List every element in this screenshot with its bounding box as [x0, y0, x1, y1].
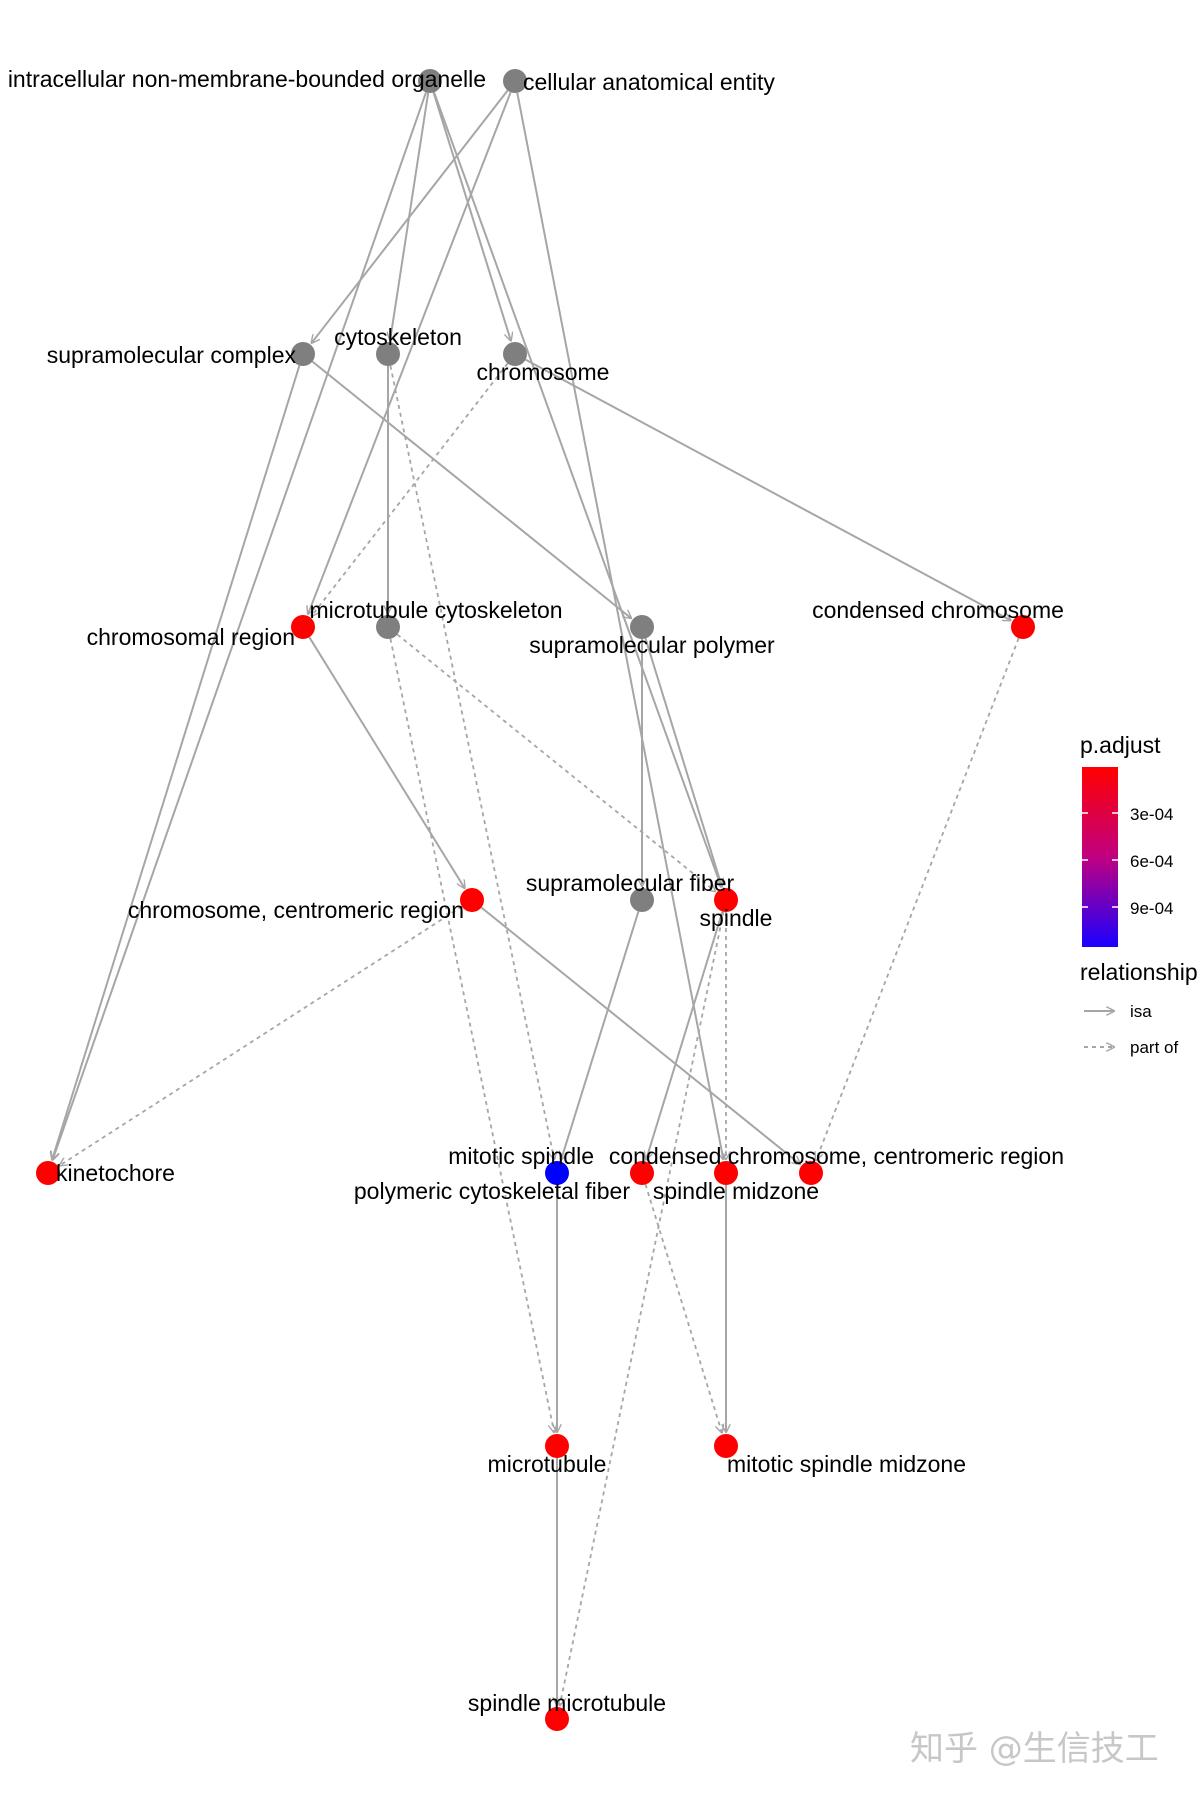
go-term-node: [630, 888, 654, 912]
go-term-label: polymeric cytoskeletal fiber: [354, 1178, 630, 1204]
go-term-label: supramolecular complex: [47, 342, 297, 368]
go-term-label: cellular anatomical entity: [523, 69, 775, 95]
edge-isa: [561, 911, 640, 1159]
go-term-label: microtubule: [488, 1451, 607, 1477]
go-term-label: kinetochore: [56, 1160, 175, 1186]
go-term-label: cytoskeleton: [334, 324, 462, 350]
go-term-node: [714, 1161, 738, 1185]
go-term-node: [545, 1161, 569, 1185]
go-term-node: [799, 1161, 823, 1185]
legend: p.adjust 3e-04 6e-04 9e-04 relationship …: [1080, 732, 1198, 1057]
legend-tick-label: 9e-04: [1130, 899, 1173, 918]
go-term-node: [36, 1161, 60, 1185]
node-layer: [36, 69, 1035, 1731]
go-term-node: [503, 342, 527, 366]
legend-color-bar: [1082, 767, 1118, 947]
go-term-label: microtubule cytoskeleton: [309, 597, 562, 623]
legend-color-title: p.adjust: [1080, 732, 1161, 758]
legend-color-ticks: [1082, 812, 1118, 908]
go-term-node: [503, 69, 527, 93]
go-term-node: [630, 1161, 654, 1185]
legend-relationship-title: relationship: [1080, 959, 1198, 985]
go-term-label: spindle microtubule: [468, 1690, 666, 1716]
go-term-label: supramolecular polymer: [529, 632, 775, 658]
go-term-label: chromosome: [477, 359, 610, 385]
edge-isa: [646, 911, 724, 1159]
legend-tick-label: 3e-04: [1130, 805, 1173, 824]
go-term-node: [376, 342, 400, 366]
go-term-label: chromosomal region: [87, 624, 295, 650]
edge-isa: [480, 906, 800, 1165]
legend-isa-label: isa: [1130, 1002, 1152, 1021]
edge-isa: [53, 91, 427, 1159]
edge-isa: [432, 92, 511, 340]
edge-isa: [433, 91, 721, 887]
edge-part-of: [816, 637, 1020, 1160]
go-term-node: [1011, 615, 1035, 639]
edge-part-of: [396, 633, 715, 892]
go-term-node: [418, 69, 442, 93]
edge-isa: [308, 91, 512, 614]
edge-isa: [312, 89, 509, 342]
watermark: 知乎 @生信技工: [910, 1729, 1159, 1769]
go-term-node: [291, 615, 315, 639]
go-term-label: mitotic spindle midzone: [727, 1451, 966, 1477]
go-term-label: spindle midzone: [653, 1178, 819, 1204]
go-term-node: [460, 888, 484, 912]
go-term-node: [545, 1707, 569, 1731]
go-term-node: [714, 1434, 738, 1458]
legend-part-of-label: part of: [1130, 1038, 1178, 1057]
go-term-label: intracellular non-membrane-bounded organ…: [8, 66, 486, 92]
edge-part-of: [644, 1184, 722, 1432]
go-term-node: [545, 1434, 569, 1458]
go-term-label: spindle: [700, 905, 773, 931]
go-term-label: supramolecular fiber: [526, 870, 735, 896]
go-term-label: chromosome, centromeric region: [128, 897, 464, 923]
go-term-node: [714, 888, 738, 912]
edge-part-of: [389, 365, 554, 1160]
go-term-node: [291, 342, 315, 366]
edge-isa: [525, 358, 1011, 621]
go-term-node: [376, 615, 400, 639]
go-term-label: condensed chromosome, centromeric region: [609, 1143, 1064, 1169]
go-term-node: [630, 615, 654, 639]
edge-part-of: [560, 911, 725, 1706]
go-term-label: mitotic spindle: [448, 1143, 594, 1169]
edge-isa: [52, 365, 301, 1159]
edge-part-of: [312, 362, 509, 615]
edge-isa: [308, 636, 464, 888]
legend-tick-label: 6e-04: [1130, 852, 1173, 871]
edge-isa: [311, 360, 631, 619]
edge-isa: [516, 92, 723, 1159]
go-term-label: condensed chromosome: [812, 597, 1064, 623]
edge-part-of: [60, 905, 463, 1165]
edge-isa: [644, 638, 722, 886]
edge-layer: [52, 89, 1020, 1706]
label-layer: intracellular non-membrane-bounded organ…: [8, 66, 1064, 1716]
edge-part-of: [389, 638, 554, 1433]
